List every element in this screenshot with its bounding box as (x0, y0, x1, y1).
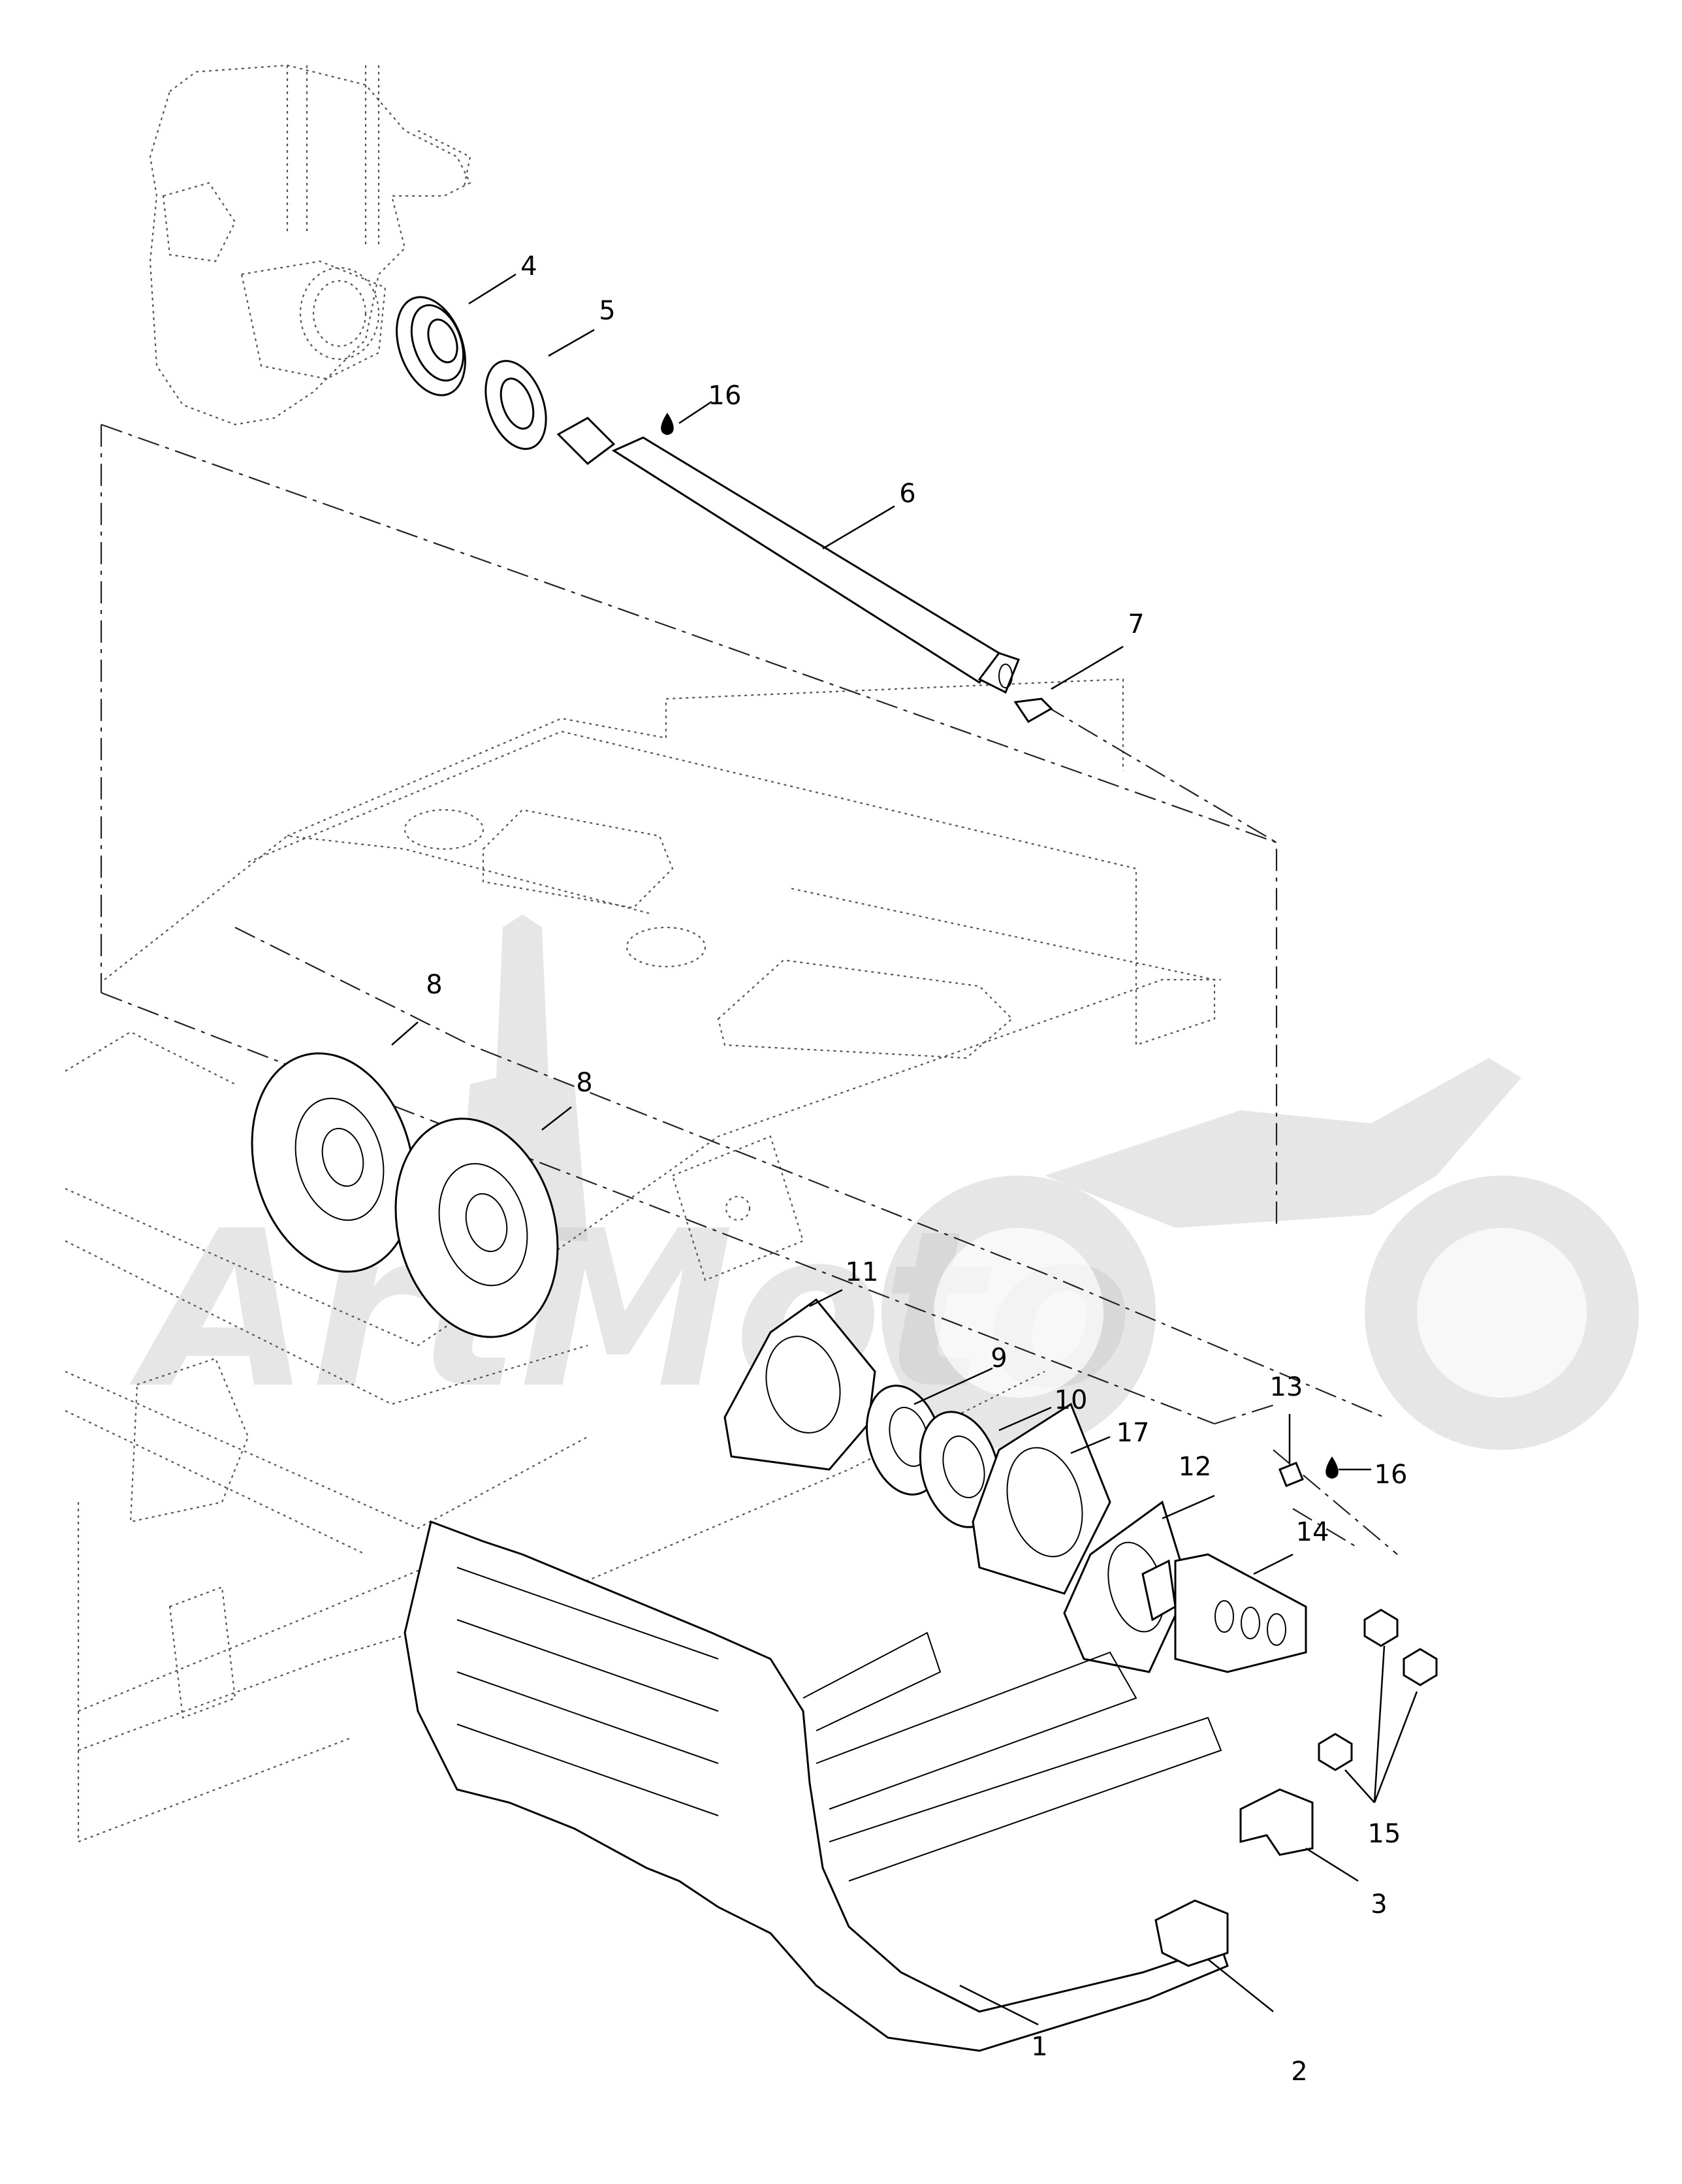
bearing-part-4 (396, 296, 466, 396)
flange-part-11 (723, 1298, 876, 1471)
callout-15: 15 (1368, 1819, 1401, 1849)
callout-10: 10 (1055, 1385, 1088, 1415)
leader-lines (391, 273, 1418, 2026)
callout-2: 2 (1291, 2057, 1307, 2087)
track-part-1 (404, 1520, 1229, 2052)
chassis-tunnel (65, 678, 1221, 1843)
callout-14: 14 (1296, 1517, 1329, 1547)
clip-part-3 (1239, 1788, 1314, 1856)
callout-17: 17 (1117, 1418, 1150, 1448)
grease-fitting-part-13 (1278, 1462, 1304, 1487)
callout-3: 3 (1371, 1889, 1387, 1919)
oil-drop-icon (1325, 1456, 1339, 1479)
callout-9: 9 (991, 1343, 1007, 1373)
sprocket-part-8b (394, 1117, 559, 1338)
callout-6: 6 (899, 479, 915, 509)
callout-16-top: 16 (708, 381, 742, 411)
drive-axle-part-6 (556, 417, 1020, 694)
callout-8-right: 8 (576, 1068, 592, 1098)
chaincase-housing (149, 64, 471, 426)
callout-1: 1 (1031, 2032, 1047, 2062)
nut-part-15b (1403, 1648, 1438, 1686)
oil-drop-icon (661, 413, 674, 435)
watermark-motorcycle-icon (881, 1058, 1639, 1450)
callout-7: 7 (1128, 609, 1144, 639)
clip-part-2 (1154, 1899, 1229, 1967)
bracket-part-14 (1174, 1553, 1307, 1673)
bearing-housing-part-12 (1063, 1500, 1190, 1673)
callout-13: 13 (1270, 1372, 1303, 1402)
callout-16-right: 16 (1374, 1460, 1408, 1490)
callout-11: 11 (846, 1257, 879, 1287)
callout-12: 12 (1179, 1452, 1212, 1482)
callout-5: 5 (599, 296, 615, 326)
clip-part-7 (1013, 698, 1053, 723)
callout-4: 4 (520, 251, 537, 281)
nut-part-15c (1318, 1733, 1353, 1771)
washer-part-5 (484, 360, 547, 450)
callout-labels: 4 5 16 6 7 8 8 11 9 10 17 12 13 16 14 15… (426, 251, 1407, 2087)
callout-8-left: 8 (426, 970, 442, 1000)
sprocket-part-8a (251, 1052, 415, 1273)
nut-part-15a (1363, 1609, 1399, 1647)
